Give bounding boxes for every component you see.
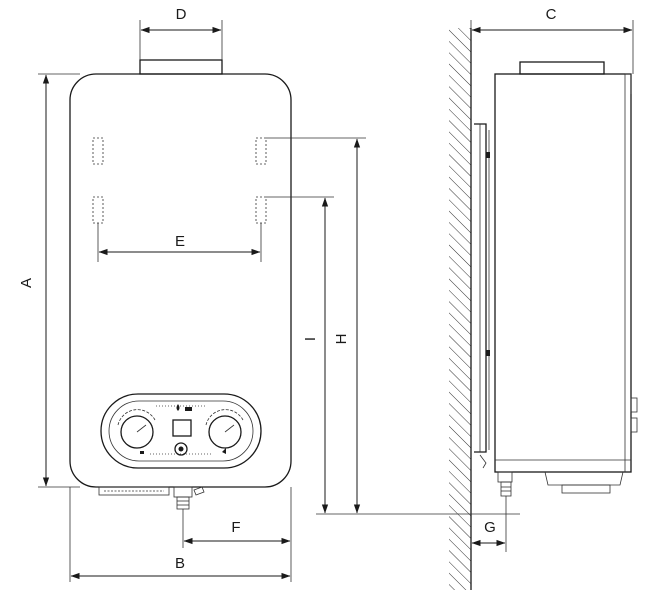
battery-icon <box>185 407 192 411</box>
display-window <box>172 419 192 437</box>
bottom-connections-front <box>98 486 205 510</box>
heater-body-side <box>494 73 632 473</box>
control-panel <box>100 393 262 469</box>
label-c: C <box>546 6 557 23</box>
label-d: D <box>176 6 187 23</box>
label-f: F <box>231 519 240 536</box>
label-h: H <box>333 334 350 345</box>
mount-hole-top-left <box>92 137 104 165</box>
mount-hole-top-right <box>255 137 267 165</box>
heater-body-front <box>69 73 292 488</box>
label-b: B <box>175 555 185 572</box>
right-knob <box>208 415 242 449</box>
drop-icon <box>176 404 180 411</box>
label-a: A <box>18 278 35 288</box>
wall-hatch <box>449 28 471 590</box>
mount-hole-bottom-right <box>255 196 267 224</box>
front-view <box>69 59 292 510</box>
mount-hole-bottom-left <box>92 196 104 224</box>
flue-collar-side <box>519 61 605 75</box>
ignition-button <box>174 442 188 456</box>
label-g: G <box>484 519 496 536</box>
side-view <box>449 28 638 590</box>
label-i: I <box>302 337 319 341</box>
left-knob <box>120 415 154 449</box>
label-e: E <box>175 233 185 250</box>
dimension-lines <box>38 20 634 582</box>
flue-collar-front <box>139 59 223 75</box>
